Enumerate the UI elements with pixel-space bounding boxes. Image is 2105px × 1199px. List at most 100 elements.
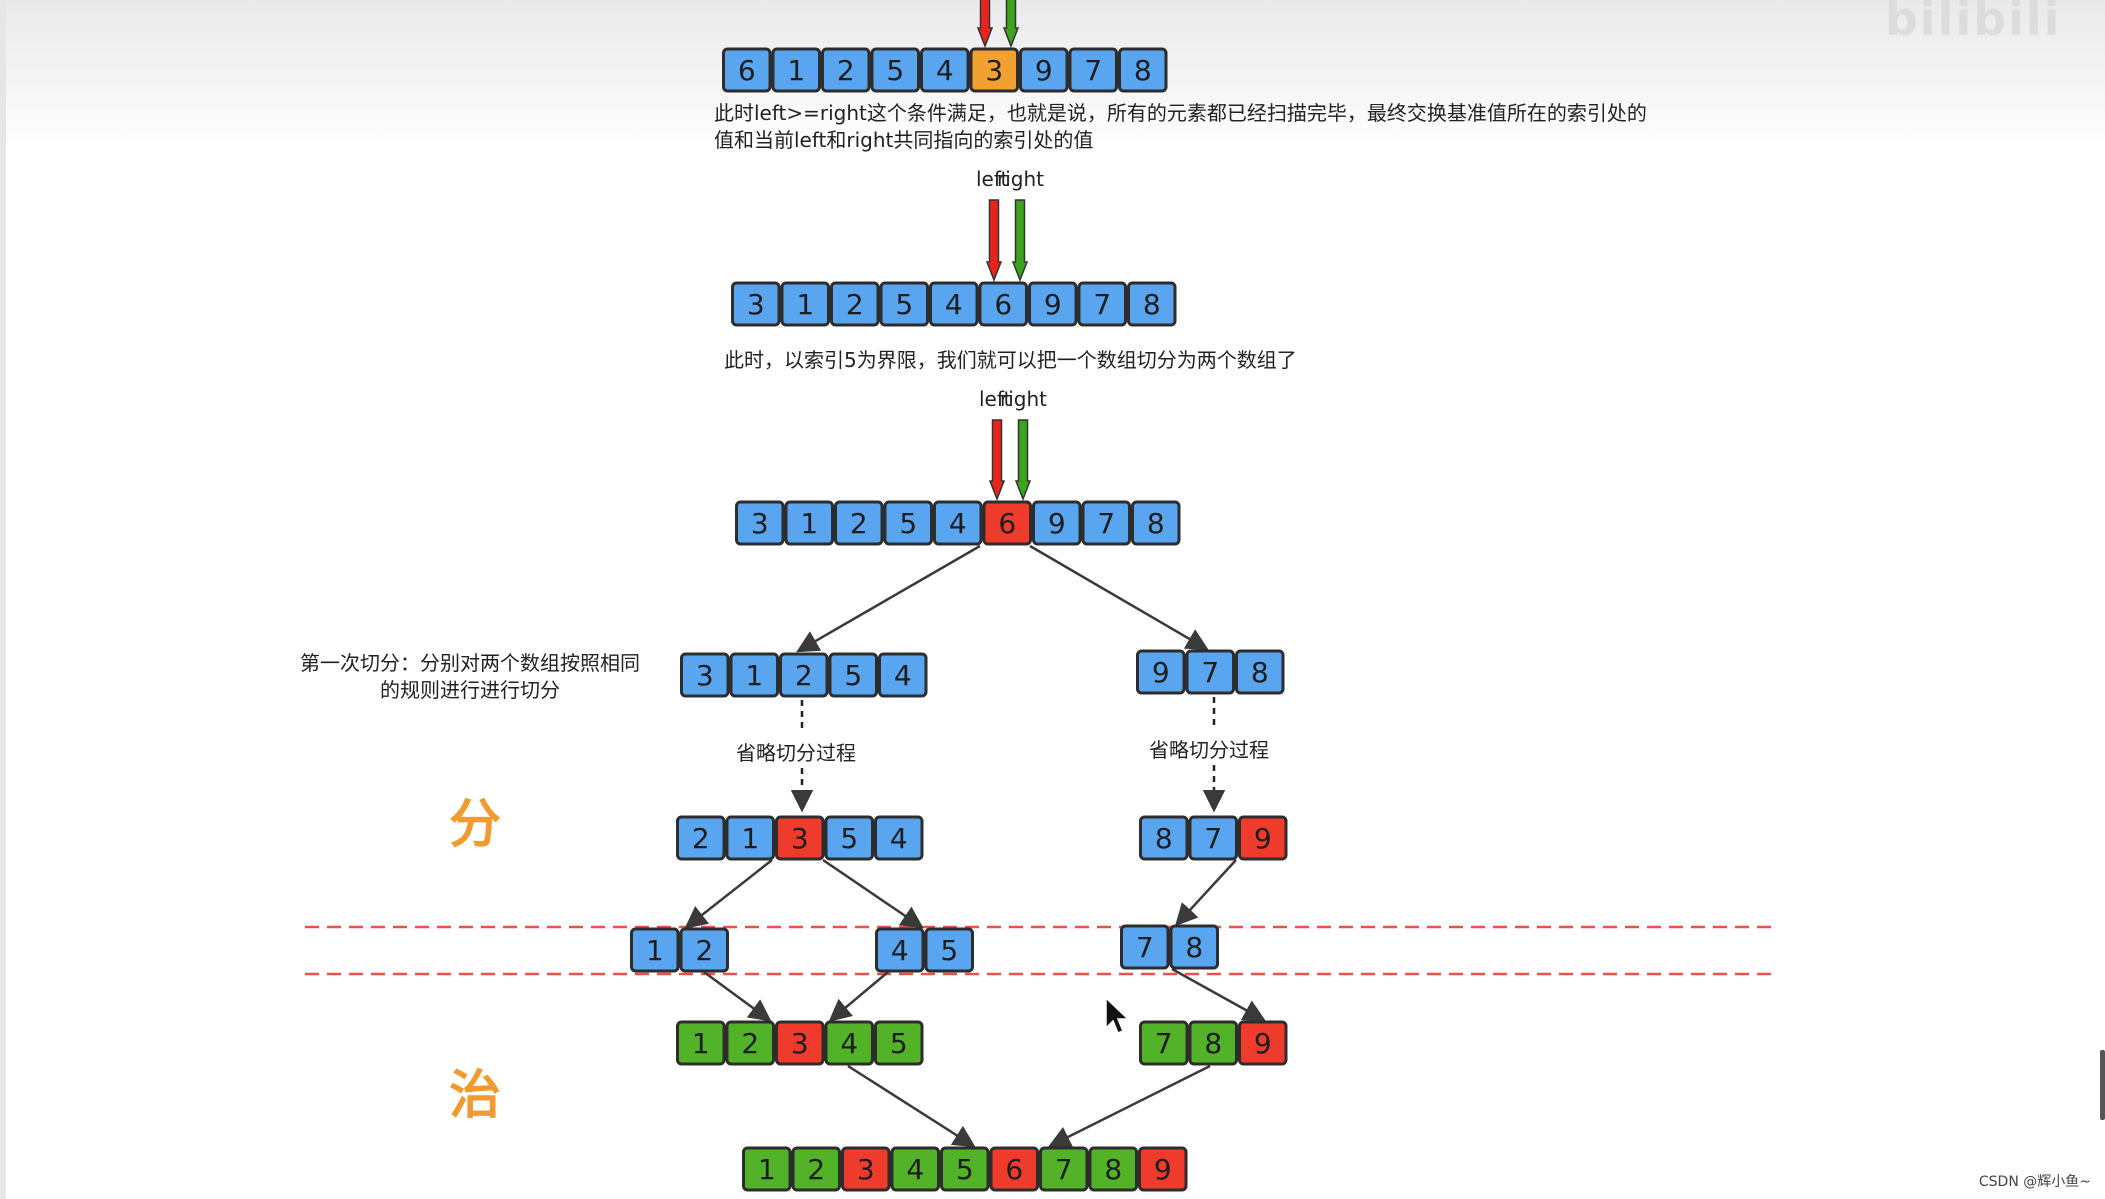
array-cell <box>771 47 821 93</box>
arrow-pair45-to-merge <box>828 971 889 1022</box>
array-cell-value: 7 <box>1204 822 1222 855</box>
array-cell <box>725 1020 775 1066</box>
array-cell-value: 8 <box>1134 54 1152 87</box>
array-cell-value: 3 <box>791 1027 809 1060</box>
array-cell-value: 4 <box>894 659 912 692</box>
array-cell-value: 8 <box>1204 1027 1222 1060</box>
array-cell <box>1120 924 1170 970</box>
array-cell-value: 9 <box>1048 507 1066 540</box>
array-cell <box>830 281 880 327</box>
array-cell <box>969 47 1019 93</box>
array-cell-value: 3 <box>791 822 809 855</box>
array-cell <box>841 1146 891 1192</box>
array-cell <box>1131 500 1181 546</box>
array-cell <box>1088 1146 1138 1192</box>
array-cell <box>679 927 729 973</box>
array-cell-value: 1 <box>692 1027 710 1060</box>
array-cell <box>879 281 929 327</box>
array-cell <box>870 47 920 93</box>
array-cell <box>890 1146 940 1192</box>
array-cell <box>729 652 779 698</box>
array-cell <box>1032 500 1082 546</box>
array-cell-value: 7 <box>1055 1153 1073 1186</box>
array-cell-value: 2 <box>692 822 710 855</box>
array-cell <box>920 47 970 93</box>
array-cell-value: 5 <box>886 54 904 87</box>
array-cell-value: 4 <box>936 54 954 87</box>
array-cell <box>791 1146 841 1192</box>
array-cell-value: 8 <box>1143 288 1161 321</box>
array-cell <box>834 500 884 546</box>
array-cell <box>779 652 829 698</box>
array-cell-value: 8 <box>1185 931 1203 964</box>
array-cell <box>742 1146 792 1192</box>
array-cell-value: 2 <box>695 934 713 967</box>
array-cell-value: 9 <box>1254 822 1272 855</box>
array-cell-value: 2 <box>846 288 864 321</box>
left-pointer-arrow-icon-2 <box>985 199 1003 283</box>
array-cell-value: 1 <box>741 822 759 855</box>
csdn-credit: CSDN @辉小鱼~ <box>1978 1174 2091 1190</box>
array-cell-value: 5 <box>895 288 913 321</box>
array-cell <box>1238 815 1288 861</box>
arrow-pair78-to-merge <box>1171 967 1266 1022</box>
array-cell <box>1238 1020 1288 1066</box>
right-pointer-arrow-icon-3 <box>1014 419 1032 502</box>
array-cell <box>630 927 680 973</box>
array-cell-value: 3 <box>751 507 769 540</box>
array-cell <box>828 652 878 698</box>
array-cell-value: 3 <box>985 54 1003 87</box>
array-cell <box>1185 649 1235 695</box>
array-cell <box>731 281 781 327</box>
array-cell <box>874 1020 924 1066</box>
array-cell-value: 6 <box>998 507 1016 540</box>
array-cell-value: 4 <box>840 1027 858 1060</box>
array-cell <box>982 500 1032 546</box>
scrollbar-thumb[interactable] <box>2100 1050 2105 1120</box>
array-cell-value: 2 <box>807 1153 825 1186</box>
array-cell-value: 4 <box>906 1153 924 1186</box>
array-cell <box>775 1020 825 1066</box>
array-cell-value: 7 <box>1201 656 1219 689</box>
array-cell <box>924 927 974 973</box>
array-cell-value: 7 <box>1097 507 1115 540</box>
array-cell <box>933 500 983 546</box>
array-cell-value: 8 <box>1147 507 1165 540</box>
array-cell <box>1188 815 1238 861</box>
split-note: 此时，以索引5为界限，我们就可以把一个数组切分为两个数组了 <box>724 348 1297 372</box>
mouse-cursor-icon <box>1105 996 1130 1034</box>
array-cell <box>940 1146 990 1192</box>
array-cell <box>784 500 834 546</box>
array-cell <box>725 815 775 861</box>
array-cell-value: 8 <box>1251 656 1269 689</box>
array-cell-value: 5 <box>840 822 858 855</box>
array-cell <box>821 47 871 93</box>
array-cell <box>775 815 825 861</box>
array-cell <box>1118 47 1168 93</box>
left-pointer-arrow-icon-3 <box>988 419 1006 502</box>
array-cell <box>875 927 925 973</box>
array-cell-value: 1 <box>646 934 664 967</box>
array-cell <box>929 281 979 327</box>
condition-note-line1: 此时left>=right这个条件满足，也就是说，所有的元素都已经扫描完毕，最终… <box>714 101 1647 125</box>
omit-label-left: 省略切分过程 <box>736 741 856 765</box>
array-cell <box>1138 1146 1188 1192</box>
array-cell <box>722 47 772 93</box>
array-cell <box>989 1146 1039 1192</box>
divide-phase-label: 分 <box>449 794 502 855</box>
array-cell <box>1127 281 1177 327</box>
array-cell-value: 9 <box>1154 1153 1172 1186</box>
array-cell-value: 1 <box>800 507 818 540</box>
first-split-note-line1: 第一次切分：分别对两个数组按照相同 <box>300 651 640 675</box>
